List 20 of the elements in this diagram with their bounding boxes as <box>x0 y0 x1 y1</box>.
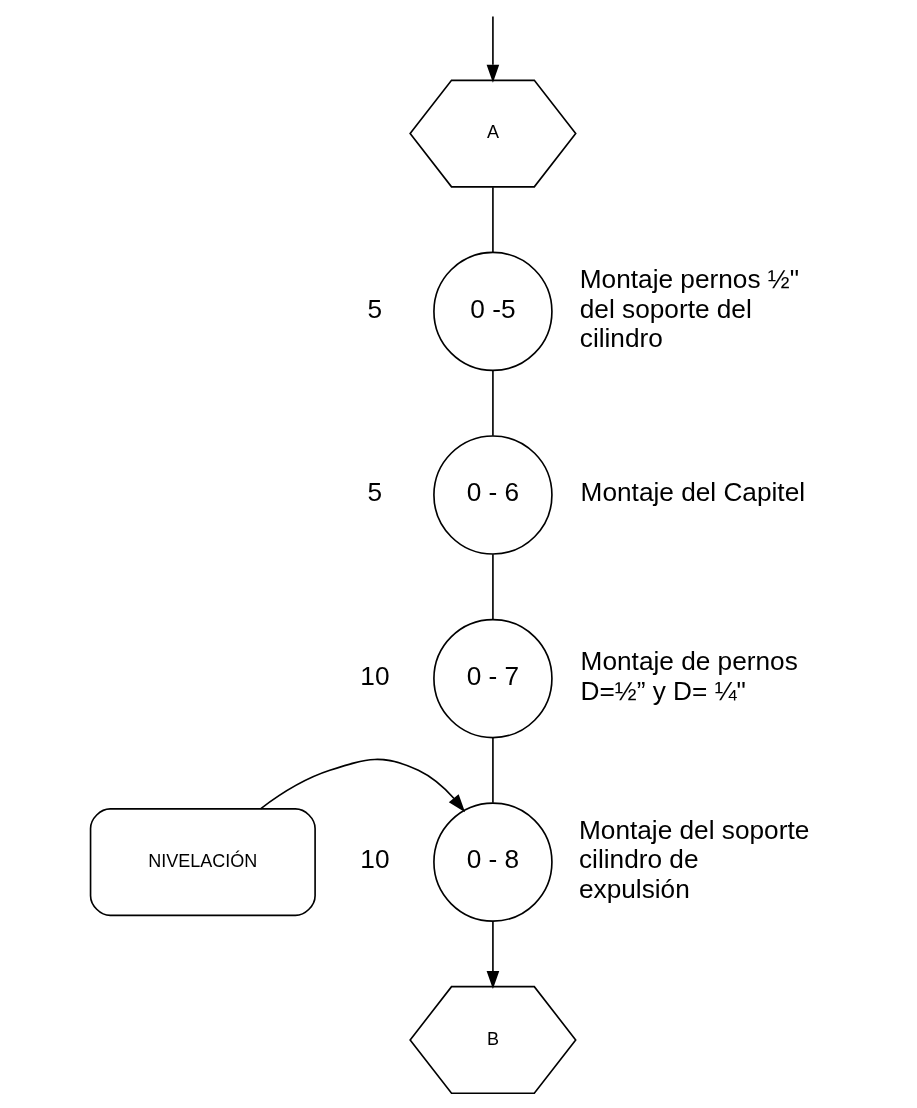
node-label: Montaje del soporte cilindro de expulsión <box>578 814 810 904</box>
node-label: 5 <box>367 477 383 508</box>
node-label: 10 <box>360 660 390 691</box>
connector <box>492 553 494 621</box>
node-label: Montaje de pernos D=½” y D= ¼" <box>580 646 798 706</box>
node-circle: 0 - 8 <box>433 802 553 922</box>
node-circle: 0 - 6 <box>433 435 553 555</box>
arrow <box>486 920 500 990</box>
node-circle: 0 -5 <box>433 251 553 372</box>
connector <box>492 736 494 804</box>
arrow <box>486 15 500 83</box>
connector <box>492 186 494 254</box>
node-label: 5 <box>367 293 383 324</box>
node-label: Montaje del Capitel <box>580 477 806 508</box>
connector <box>492 369 494 437</box>
node-label: 10 <box>360 844 390 875</box>
node-label: Montaje pernos ½" del soporte del cilindro <box>579 264 799 354</box>
node-box: NIVELACIÓN <box>89 808 316 917</box>
arrow <box>259 758 466 813</box>
node-circle: 0 - 7 <box>433 618 553 739</box>
